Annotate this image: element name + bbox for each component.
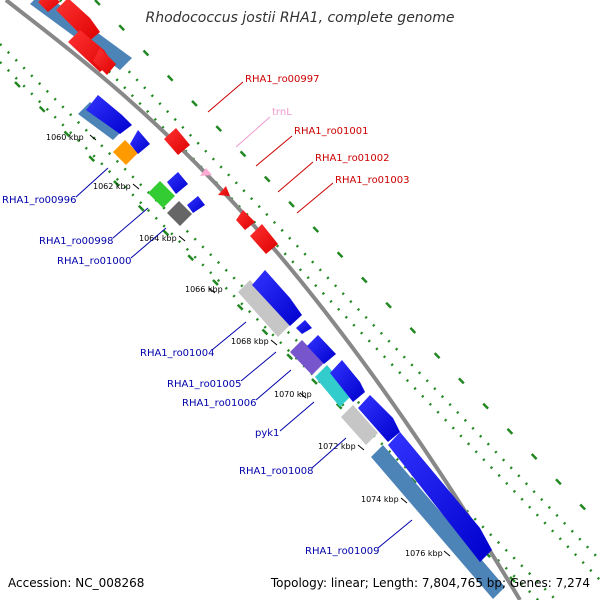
leader-line: [279, 401, 315, 432]
blue-features: [86, 95, 492, 562]
red-features: [38, 0, 278, 254]
gene-feature[interactable]: [113, 140, 138, 165]
gene-feature[interactable]: [187, 196, 205, 213]
gene-feature[interactable]: [307, 335, 336, 364]
backbone-line: [4, 0, 522, 600]
gene-feature[interactable]: [218, 186, 230, 196]
leader-line: [112, 207, 149, 239]
tick-label: 1064 kbp: [139, 234, 177, 243]
gene-label-trnl[interactable]: trnL: [272, 107, 292, 118]
inner-dashed-guides: [14, 0, 600, 600]
tick-mark: [443, 550, 451, 557]
tick-mark: [270, 339, 278, 346]
tick-label: 1070 kbp: [274, 390, 312, 399]
leader-line: [296, 182, 334, 214]
leader-line: [277, 161, 314, 193]
gene-feature[interactable]: [252, 270, 302, 326]
gene-feature[interactable]: [296, 320, 312, 334]
tick-mark: [178, 235, 186, 242]
tick-mark: [299, 392, 307, 399]
ticks: [89, 134, 451, 557]
gene-feature[interactable]: [358, 395, 400, 442]
leader-line: [211, 321, 247, 351]
gene-label-ro01003[interactable]: RHA1_ro01003: [335, 175, 410, 186]
leader-line: [130, 227, 167, 259]
gene-label-ro00997[interactable]: RHA1_ro00997: [245, 74, 320, 85]
gene-label-ro00996[interactable]: RHA1_ro00996: [2, 195, 77, 206]
leader-line: [377, 519, 413, 549]
tick-labels: 1060 kbp 1062 kbp 1064 kbp 1066 kbp 1068…: [46, 133, 443, 558]
gene-feature[interactable]: [164, 128, 190, 155]
gene-feature[interactable]: [238, 280, 290, 337]
gene-feature[interactable]: [388, 432, 492, 562]
gene-label-ro01002[interactable]: RHA1_ro01002: [315, 153, 390, 164]
gene-label-ro01009[interactable]: RHA1_ro01009: [305, 546, 380, 557]
leader-line: [240, 351, 277, 382]
tick-mark: [132, 183, 140, 190]
tick-label: 1076 kbp: [405, 549, 443, 558]
gene-label-ro01000[interactable]: RHA1_ro01000: [57, 256, 132, 267]
accession-text: Accession: NC_008268: [8, 576, 145, 590]
gene-feature[interactable]: [330, 360, 365, 402]
tick-mark: [357, 444, 365, 451]
leader-line: [255, 369, 292, 401]
map-title: Rhodococcus jostii RHA1, complete genome: [145, 10, 455, 26]
guide-line-4: [39, 0, 600, 581]
tick-mark: [208, 287, 216, 294]
gene-feature[interactable]: [250, 224, 278, 254]
tick-mark: [400, 497, 408, 504]
gene-feature[interactable]: [38, 0, 60, 12]
tick-label: 1074 kbp: [361, 495, 399, 504]
gene-label-ro00998[interactable]: RHA1_ro00998: [39, 236, 114, 247]
gene-feature[interactable]: [148, 181, 175, 208]
gene-labels: RHA1_ro00997 trnL RHA1_ro01001 RHA1_ro01…: [2, 74, 410, 557]
tick-label: 1060 kbp: [46, 133, 84, 142]
gene-feature[interactable]: [130, 130, 150, 154]
guide-line-3: [59, 0, 600, 561]
leader-line: [235, 116, 271, 148]
tick-label: 1068 kbp: [231, 337, 269, 346]
gene-label-ro01004[interactable]: RHA1_ro01004: [140, 348, 215, 359]
misc-features: [113, 140, 378, 445]
gene-label-pyk1[interactable]: pyk1: [255, 428, 279, 439]
gene-feature[interactable]: [315, 365, 352, 407]
gene-feature[interactable]: [371, 445, 505, 599]
gene-feature[interactable]: [86, 95, 132, 134]
leader-line: [207, 81, 244, 113]
leader-line: [75, 167, 109, 198]
gene-feature[interactable]: [341, 405, 378, 445]
tick-label: 1066 kbp: [185, 285, 223, 294]
gene-feature[interactable]: [290, 340, 324, 375]
genome-summary-text: Topology: linear; Length: 7,804,765 bp; …: [270, 576, 590, 590]
guide-line-2: [0, 61, 540, 600]
leader-line: [255, 135, 293, 167]
gene-feature[interactable]: [93, 48, 116, 75]
gene-feature[interactable]: [167, 172, 188, 194]
gene-label-ro01001[interactable]: RHA1_ro01001: [294, 126, 369, 137]
label-leaders: [75, 81, 413, 549]
gene-feature[interactable]: [236, 210, 255, 230]
leader-line: [311, 437, 347, 469]
tick-mark: [89, 134, 97, 141]
trna-feature[interactable]: [200, 168, 212, 176]
gene-label-ro01008[interactable]: RHA1_ro01008: [239, 466, 314, 477]
tick-label: 1062 kbp: [93, 182, 131, 191]
gene-label-ro01005[interactable]: RHA1_ro01005: [167, 379, 242, 390]
gene-feature[interactable]: [167, 201, 192, 226]
gene-feature[interactable]: [56, 0, 100, 42]
gene-label-ro01006[interactable]: RHA1_ro01006: [182, 398, 257, 409]
